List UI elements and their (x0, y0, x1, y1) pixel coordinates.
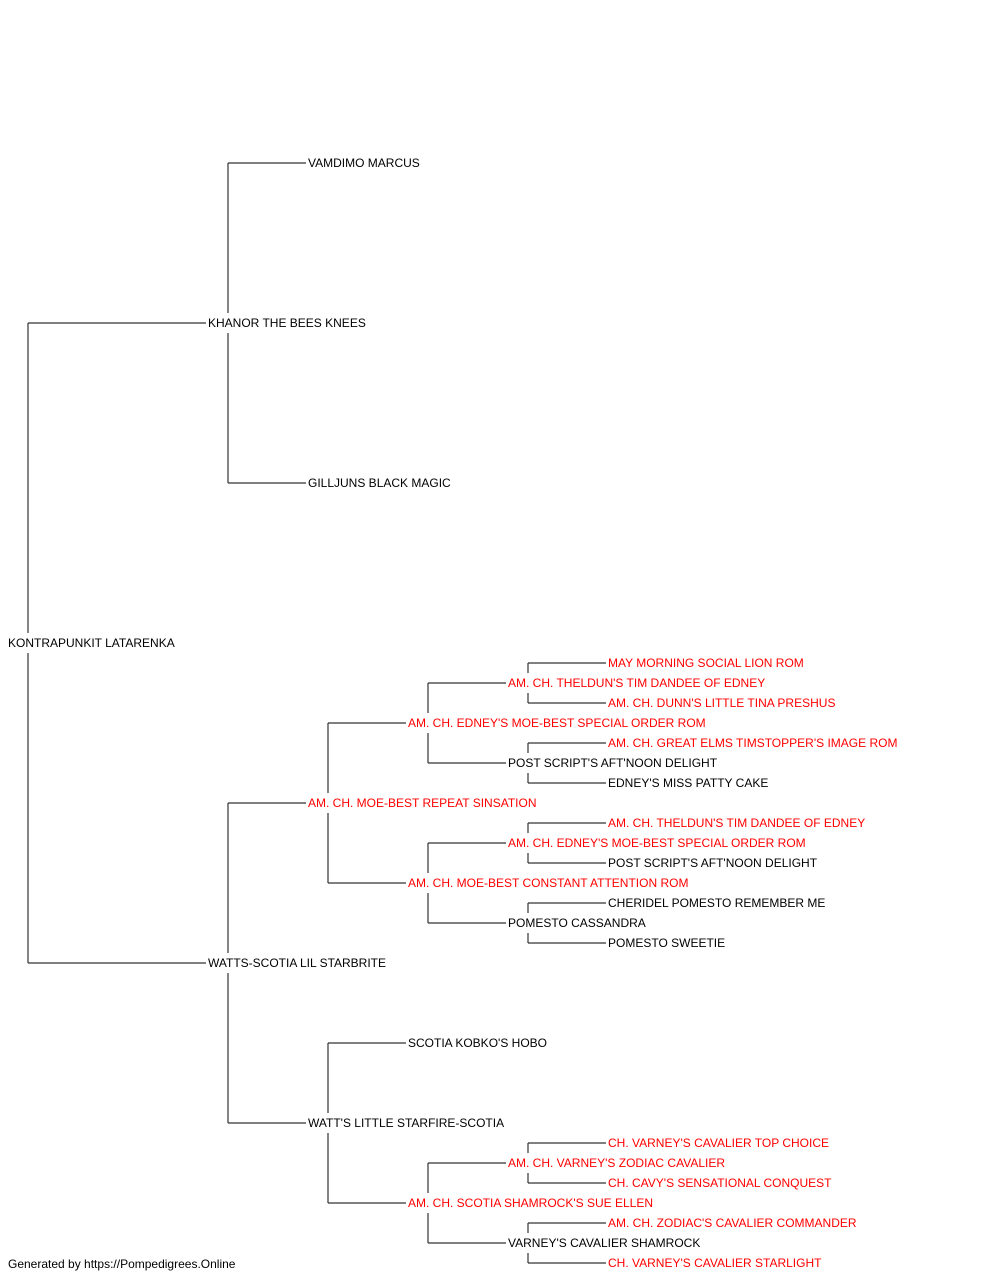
ancestor-name: AM. CH. DUNN'S LITTLE TINA PRESHUS (608, 695, 836, 711)
ancestor-name: VARNEY'S CAVALIER SHAMROCK (508, 1235, 701, 1251)
ancestor-name: KHANOR THE BEES KNEES (208, 315, 366, 331)
ancestor-name: AM. CH. VARNEY'S ZODIAC CAVALIER (508, 1155, 725, 1171)
ancestor-name: VAMDIMO MARCUS (308, 155, 420, 171)
ancestor-name: AM. CH. ZODIAC'S CAVALIER COMMANDER (608, 1215, 857, 1231)
ancestor-name: AM. CH. MOE-BEST CONSTANT ATTENTION ROM (408, 875, 689, 891)
ancestor-name: AM. CH. SCOTIA SHAMROCK'S SUE ELLEN (408, 1195, 654, 1211)
ancestor-name: EDNEY'S MISS PATTY CAKE (608, 775, 769, 791)
ancestor-name: AM. CH. THELDUN'S TIM DANDEE OF EDNEY (508, 675, 766, 691)
ancestor-name: POST SCRIPT'S AFT'NOON DELIGHT (608, 855, 818, 871)
ancestor-name: AM. CH. EDNEY'S MOE-BEST SPECIAL ORDER R… (408, 715, 706, 731)
ancestor-name: AM. CH. EDNEY'S MOE-BEST SPECIAL ORDER R… (508, 835, 806, 851)
ancestor-name: WATT'S LITTLE STARFIRE-SCOTIA (308, 1115, 505, 1131)
ancestor-name: CH. CAVY'S SENSATIONAL CONQUEST (608, 1175, 832, 1191)
ancestor-name: POST SCRIPT'S AFT'NOON DELIGHT (508, 755, 718, 771)
ancestor-name: SCOTIA KOBKO'S HOBO (408, 1035, 547, 1051)
footer-credit: Generated by https://Pompedigrees.Online (8, 1257, 236, 1271)
ancestor-name: CH. VARNEY'S CAVALIER STARLIGHT (608, 1255, 822, 1271)
ancestor-name: AM. CH. GREAT ELMS TIMSTOPPER'S IMAGE RO… (608, 735, 898, 751)
ancestor-name: MAY MORNING SOCIAL LION ROM (608, 655, 804, 671)
ancestor-name: AM. CH. MOE-BEST REPEAT SINSATION (308, 795, 537, 811)
subject-dog-name: KONTRAPUNKIT LATARENKA (8, 635, 175, 651)
ancestor-name: WATTS-SCOTIA LIL STARBRITE (208, 955, 387, 971)
ancestor-name: AM. CH. THELDUN'S TIM DANDEE OF EDNEY (608, 815, 866, 831)
ancestor-name: POMESTO SWEETIE (608, 935, 726, 951)
ancestor-name: CH. VARNEY'S CAVALIER TOP CHOICE (608, 1135, 830, 1151)
ancestor-name: CHERIDEL POMESTO REMEMBER ME (608, 895, 826, 911)
ancestor-name: GILLJUNS BLACK MAGIC (308, 475, 451, 491)
ancestor-name: POMESTO CASSANDRA (508, 915, 646, 931)
